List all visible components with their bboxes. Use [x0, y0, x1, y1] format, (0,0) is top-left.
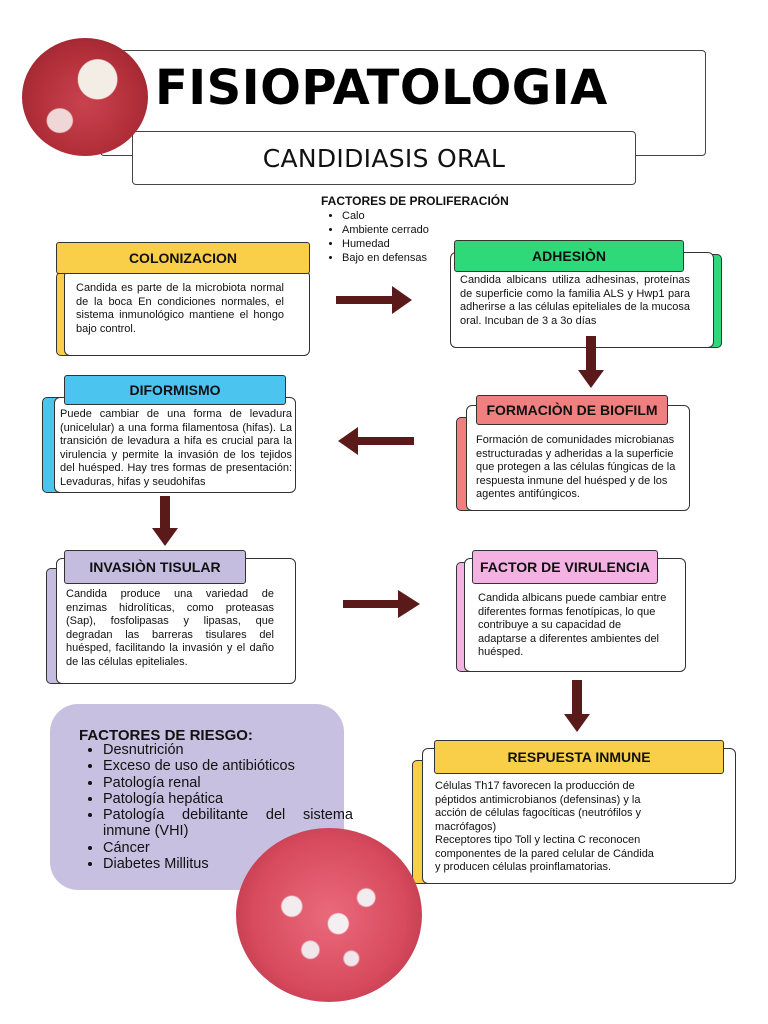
list-item: Desnutrición [103, 742, 353, 758]
proliferation-factors: FACTORES DE PROLIFERACIÓN Calo Ambiente … [321, 194, 509, 265]
list-item: Ambiente cerrado [342, 223, 509, 237]
card-text: Puede cambiar de una forma de levadura (… [60, 408, 292, 488]
list-item: Patología renal [103, 775, 353, 791]
list-item: Diabetes Millitus [103, 856, 353, 872]
list-item: Cáncer [103, 840, 353, 856]
arrow-right-icon [343, 590, 420, 618]
card-text: Receptores tipo Toll y lectina C reconoc… [435, 834, 654, 873]
card-text: Células Th17 favorecen la producción de … [435, 780, 642, 833]
card-diformismo: DIFORMISMO Puede cambiar de una forma de… [42, 375, 298, 495]
page-title: FISIOPATOLOGIA [155, 60, 608, 116]
card-label: DIFORMISMO [64, 375, 286, 405]
arrow-down-icon [152, 496, 178, 546]
card-text: Candida es parte de la microbiota normal… [76, 282, 284, 335]
oral-candidiasis-photo-top [22, 38, 148, 156]
card-colonizacion: COLONIZACION Candida es parte de la micr… [56, 242, 312, 358]
card-label: INVASIÒN TISULAR [64, 550, 246, 584]
card-virulencia: FACTOR DE VIRULENCIA Candida albicans pu… [456, 550, 688, 674]
card-label: RESPUESTA INMUNE [434, 740, 724, 774]
card-label: COLONIZACION [56, 242, 310, 274]
card-body-frame [64, 270, 310, 356]
list-item: Bajo en defensas [342, 251, 509, 265]
subtitle-frame: CANDIDIASIS ORAL [132, 131, 636, 185]
card-label: ADHESIÒN [454, 240, 684, 272]
oral-candidiasis-photo-bottom [236, 828, 422, 1002]
arrow-right-icon [336, 286, 412, 314]
card-label: FORMACIÒN DE BIOFILM [476, 395, 668, 425]
proliferation-factors-list: Calo Ambiente cerrado Humedad Bajo en de… [321, 209, 509, 265]
page-subtitle: CANDIDIASIS ORAL [262, 143, 506, 173]
proliferation-factors-title: FACTORES DE PROLIFERACIÓN [321, 194, 509, 208]
card-adhesion: ADHESIÒN Candida albicans utiliza adhesi… [450, 240, 722, 350]
list-item: Exceso de uso de antibióticos [103, 758, 353, 774]
arrow-left-icon [338, 427, 414, 455]
risk-factors-title: FACTORES DE RIESGO: [79, 727, 253, 744]
list-item: Humedad [342, 237, 509, 251]
card-text: Candida produce una variedad de enzimas … [66, 588, 274, 668]
card-biofilm: FORMACIÒN DE BIOFILM Formación de comuni… [456, 395, 692, 513]
card-respuesta: RESPUESTA INMUNE Células Th17 favorecen … [412, 740, 738, 886]
card-label: FACTOR DE VIRULENCIA [472, 550, 658, 584]
card-text: Candida albicans puede cambiar entre dif… [478, 592, 667, 658]
card-text: Candida albicans utiliza adhesinas, prot… [460, 274, 690, 327]
card-invasion: INVASIÒN TISULAR Candida produce una var… [46, 550, 298, 686]
list-item: Patología hepática [103, 791, 353, 807]
arrow-down-icon [564, 680, 590, 732]
risk-factors-list: Desnutrición Exceso de uso de antibiótic… [82, 742, 353, 872]
list-item: Patología debilitante del sistema inmune… [103, 807, 353, 840]
card-text: Formación de comunidades microbianas est… [476, 434, 676, 500]
list-item: Calo [342, 209, 509, 223]
